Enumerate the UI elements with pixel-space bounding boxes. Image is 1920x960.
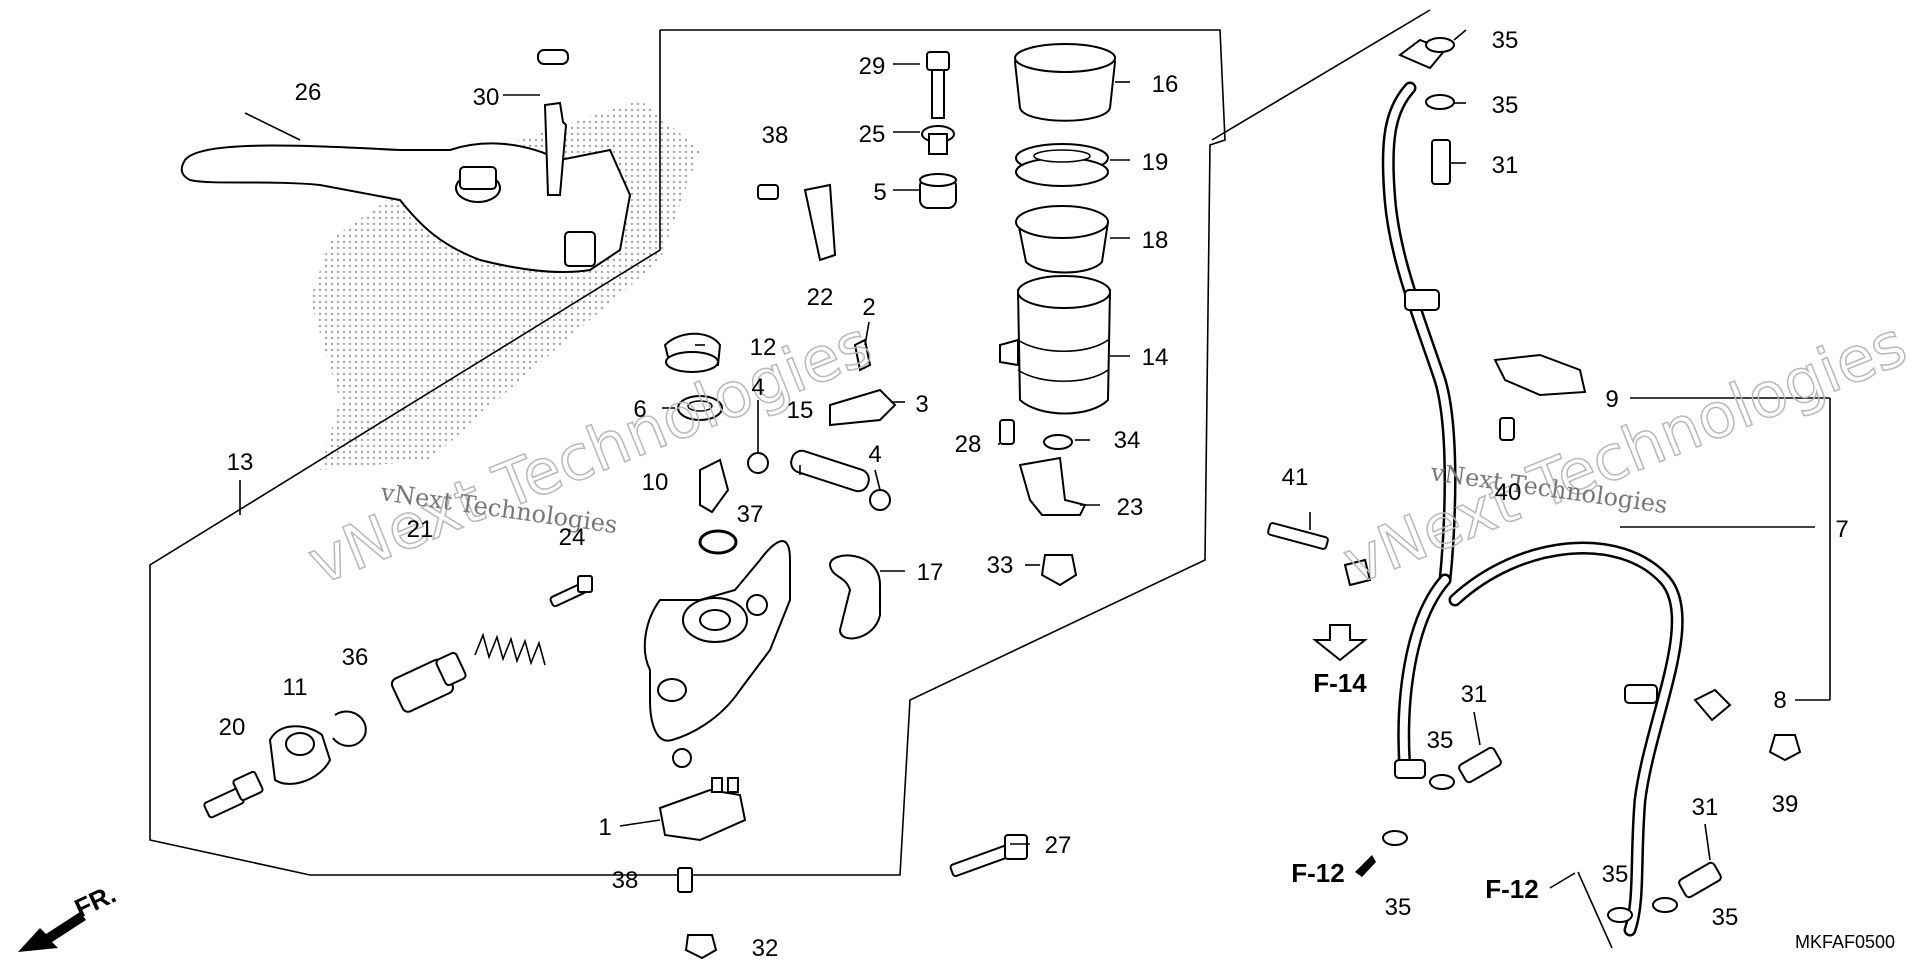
callout-28: 28 xyxy=(955,431,982,458)
callout-21: 21 xyxy=(407,516,434,543)
callout-30: 30 xyxy=(473,84,500,111)
lower-fasteners xyxy=(677,834,1028,960)
callout-8: 8 xyxy=(1773,687,1786,714)
front-arrow-icon xyxy=(18,912,86,952)
callout-labels: 1 2 3 4 4 5 6 7 8 9 10 11 12 13 14 15 16… xyxy=(219,27,1849,960)
callout-4b: 4 xyxy=(868,441,881,468)
callout-31a: 31 xyxy=(1492,152,1519,179)
callout-35d: 35 xyxy=(1385,894,1412,921)
piston-parts xyxy=(203,575,593,819)
callout-27: 27 xyxy=(1045,832,1072,859)
callout-31b: 31 xyxy=(1461,681,1488,708)
callout-13: 13 xyxy=(227,449,254,476)
callout-35b: 35 xyxy=(1492,92,1519,119)
callout-39: 39 xyxy=(1772,791,1799,818)
ref-f14: F-14 xyxy=(1313,668,1367,698)
callout-22: 22 xyxy=(807,284,834,311)
callout-35e: 35 xyxy=(1602,861,1629,888)
assembly-outline xyxy=(149,29,1226,876)
callout-3: 3 xyxy=(915,391,928,418)
callout-17: 17 xyxy=(917,559,944,586)
hose-outline xyxy=(1211,9,1431,141)
callout-37: 37 xyxy=(737,501,764,528)
master-cylinder-body xyxy=(643,332,897,842)
callout-38b: 38 xyxy=(612,867,639,894)
callout-12: 12 xyxy=(750,334,777,361)
callout-38a: 38 xyxy=(762,122,789,149)
callout-11: 11 xyxy=(283,674,308,701)
callout-16: 16 xyxy=(1152,71,1179,98)
callout-7: 7 xyxy=(1835,516,1848,543)
callout-41: 41 xyxy=(1282,464,1309,491)
callout-40: 40 xyxy=(1495,479,1522,506)
front-indicator: FR. xyxy=(18,879,121,952)
callout-31c: 31 xyxy=(1692,794,1719,821)
callout-18: 18 xyxy=(1142,227,1169,254)
callout-14: 14 xyxy=(1142,344,1169,371)
callout-24: 24 xyxy=(559,524,586,551)
callout-9: 9 xyxy=(1605,386,1618,413)
brake-lever xyxy=(180,49,632,273)
arrow-left-icon xyxy=(1355,855,1376,877)
callout-1: 1 xyxy=(598,814,611,841)
reference-labels: F-14 F-12 F-12 xyxy=(1291,624,1613,949)
diagram-code: MKFAF0500 xyxy=(1795,932,1895,952)
callout-35f: 35 xyxy=(1712,904,1739,931)
callout-35a: 35 xyxy=(1492,27,1519,54)
ref-f12-right: F-12 xyxy=(1485,874,1538,904)
ref-f12-left: F-12 xyxy=(1291,858,1344,888)
callout-19: 19 xyxy=(1142,149,1169,176)
callout-34: 34 xyxy=(1114,427,1141,454)
callout-35c: 35 xyxy=(1427,727,1454,754)
leader-lines xyxy=(239,29,1831,861)
callout-33: 33 xyxy=(987,552,1014,579)
callout-32: 32 xyxy=(752,935,779,960)
callout-15: 15 xyxy=(787,397,814,424)
callout-29: 29 xyxy=(859,53,886,80)
callout-5: 5 xyxy=(873,179,886,206)
arrow-down-icon xyxy=(1312,624,1368,662)
callout-4a: 4 xyxy=(751,374,764,401)
callout-36: 36 xyxy=(342,644,369,671)
reservoir-group xyxy=(757,43,1117,587)
callout-6: 6 xyxy=(633,396,646,423)
callout-20: 20 xyxy=(219,714,246,741)
brake-hoses xyxy=(1267,37,1802,937)
callout-2: 2 xyxy=(862,294,875,321)
callout-26: 26 xyxy=(295,79,322,106)
callout-10: 10 xyxy=(642,469,669,496)
callout-25: 25 xyxy=(859,121,886,148)
callout-23: 23 xyxy=(1117,494,1144,521)
